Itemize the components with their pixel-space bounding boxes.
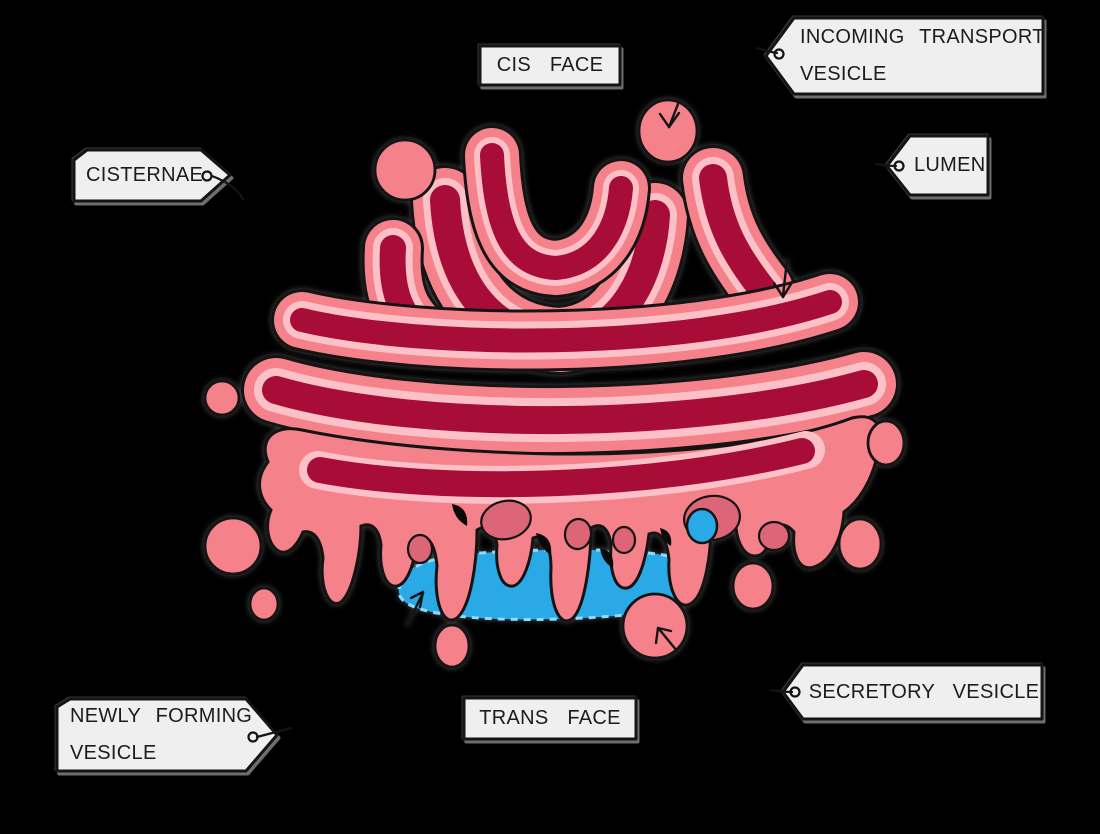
tag-hole-icon xyxy=(789,686,801,698)
incoming-vesicle-arrow-icon xyxy=(658,102,681,129)
cisterna-u-inner xyxy=(462,125,651,299)
vesicle xyxy=(837,517,883,571)
vesicles xyxy=(203,98,906,669)
secretory-vesicle-text: SECRETORY VESICLE xyxy=(808,680,1040,703)
secretory-vesicle-arrow-icon xyxy=(654,626,679,653)
label-newly-forming-vesicle: NEWLY FORMING VESICLE xyxy=(54,696,280,774)
cisternae-text: CISTERNAE xyxy=(86,164,204,186)
label-cis-face: CIS FACE xyxy=(477,43,623,88)
vesicle xyxy=(866,419,906,467)
label-trans-face: TRANS FACE xyxy=(461,695,639,742)
cisterna-tube-right xyxy=(680,145,796,323)
lumen-text: LUMEN xyxy=(914,154,986,176)
lumen-arrow-icon xyxy=(772,258,793,299)
incoming-transport-vesicle-shape xyxy=(637,98,699,164)
tag-shape xyxy=(781,663,1044,721)
newly-forming-vesicle-line2: VESICLE xyxy=(70,742,157,764)
vesicle xyxy=(433,623,471,669)
tag-shape xyxy=(885,134,990,197)
annotation-arrows xyxy=(405,102,793,653)
label-secretory-vesicle: SECRETORY VESICLE xyxy=(779,662,1045,722)
newly-forming-vesicle-arrow-icon xyxy=(405,590,425,627)
vesicle xyxy=(248,586,280,622)
trans-face-text: TRANS FACE xyxy=(479,707,621,729)
newly-forming-vesicle-shape xyxy=(203,516,263,576)
trans-network-window xyxy=(685,507,719,545)
tag-hole-icon xyxy=(893,160,905,172)
label-incoming-transport-vesicle: INCOMING TRANSPORT VESICLE xyxy=(762,15,1046,97)
label-cisternae: CISTERNAE xyxy=(71,147,233,204)
vesicle xyxy=(373,138,437,202)
incoming-transport-vesicle-line1: INCOMING TRANSPORT xyxy=(800,26,1045,48)
cisterna-row-upper xyxy=(271,271,861,372)
incoming-transport-vesicle-line2: VESICLE xyxy=(800,63,887,85)
tag-hole-icon xyxy=(773,48,785,60)
tag-shape xyxy=(462,696,638,741)
tag-shape xyxy=(478,44,622,87)
tag-shape xyxy=(764,16,1045,96)
incoming-transport-vesicle-text: INCOMING TRANSPORT VESICLE xyxy=(800,15,1046,97)
label-lumen: LUMEN xyxy=(883,133,991,198)
cis-face-text: CIS FACE xyxy=(496,54,604,76)
cisterna-row-middle xyxy=(241,349,899,456)
body-gap-wedges xyxy=(452,504,672,568)
newly-forming-vesicle-line1: NEWLY FORMING xyxy=(70,705,253,727)
newly-forming-vesicle-text: NEWLY FORMING VESICLE xyxy=(70,696,280,774)
vesicle xyxy=(731,561,775,611)
secretory-vesicle-shape xyxy=(621,592,689,660)
golgi-body xyxy=(258,415,883,623)
vesicle xyxy=(203,379,241,417)
